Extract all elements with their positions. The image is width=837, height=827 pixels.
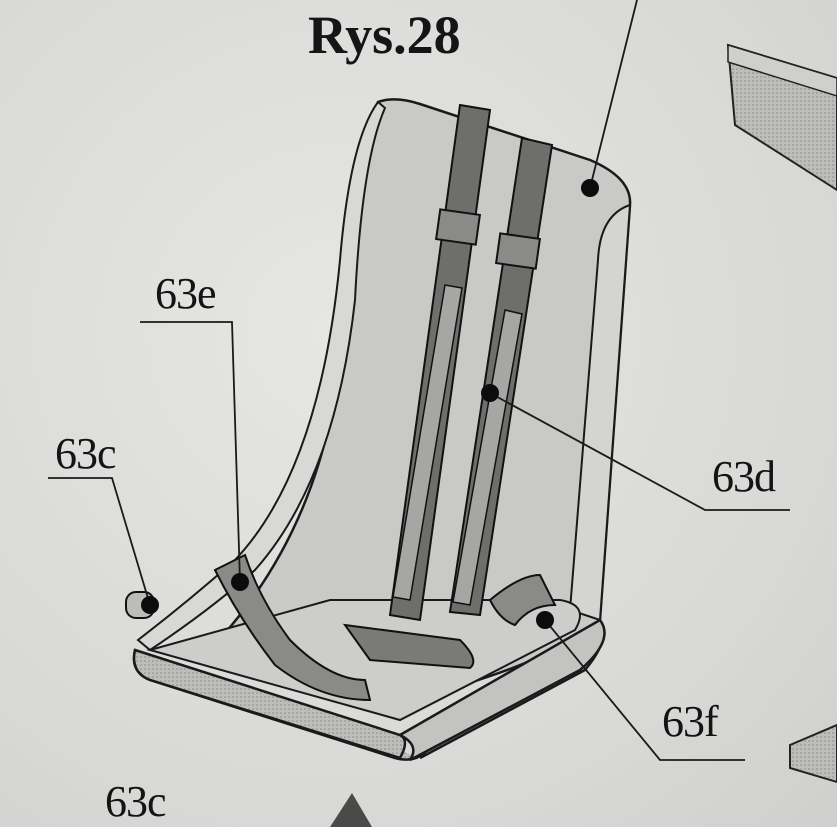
label-63c: 63c: [55, 429, 117, 478]
plate-part: [789, 723, 837, 784]
leader-lines: [48, 0, 790, 761]
strap-63e: [213, 553, 372, 702]
figure-title: Rys.28: [308, 5, 461, 65]
arrow-marker-icon: [330, 793, 372, 827]
callout-dots: [141, 179, 599, 629]
label-63d: 63d: [712, 452, 776, 501]
label-63c-bottom: 63c: [105, 777, 167, 826]
label-63f: 63f: [662, 697, 719, 746]
strap-63f: [488, 573, 557, 627]
label-63e: 63e: [155, 269, 217, 318]
harness-straps: [342, 103, 554, 670]
